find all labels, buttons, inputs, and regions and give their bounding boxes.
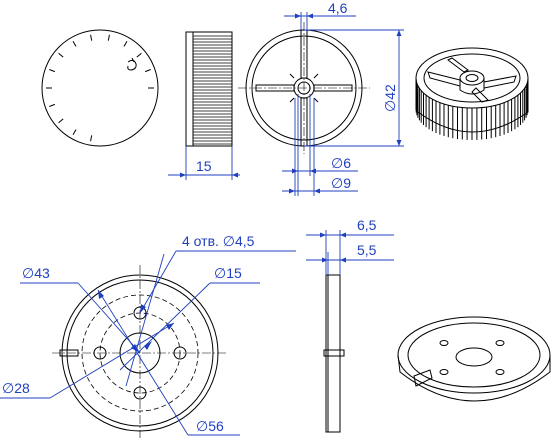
dial-tick — [49, 69, 56, 73]
dial-tick — [136, 52, 142, 58]
dimension-d56: ∅56 — [196, 418, 224, 434]
dial-tick — [90, 34, 93, 41]
dimension-15: 15 — [196, 158, 212, 174]
dimension-d43: ∅43 — [22, 265, 50, 281]
dial-front-view — [41, 29, 159, 147]
base-plate-side-view: 6,5 5,5 — [306, 217, 394, 433]
dial-tick — [58, 118, 64, 124]
dial-tick — [72, 129, 77, 136]
dial-tick — [72, 40, 77, 47]
rear-spoke-view: 4,6 ∅42 ∅6 ∅9 — [238, 0, 404, 196]
base-plate-isometric-view — [397, 316, 551, 402]
dimension-5-5: 5,5 — [357, 242, 377, 258]
dimension-d9: ∅9 — [331, 175, 351, 191]
dial-tick — [58, 52, 64, 58]
dial-tick — [49, 103, 56, 107]
dimension-d6: ∅6 — [331, 155, 351, 171]
dial-tick — [90, 135, 93, 142]
dimension-d28: ∅28 — [2, 380, 30, 396]
dimension-d42: ∅42 — [382, 84, 398, 112]
iso-knurl-lines — [415, 78, 529, 140]
holes-note: 4 отв. ∅4,5 — [182, 233, 255, 249]
dial-tick-marks — [46, 34, 154, 142]
base-plate-front-view: ∅43 4 отв. ∅4,5 ∅15 ∅28 ∅56 — [0, 233, 296, 438]
dial-tick — [123, 40, 128, 47]
dimension-6-5: 6,5 — [357, 217, 377, 233]
knurl-lines — [193, 35, 232, 145]
dimension-4-6: 4,6 — [328, 0, 348, 16]
dial-tick — [107, 34, 110, 41]
dimension-d15: ∅15 — [214, 265, 242, 281]
dial-tick — [144, 69, 151, 73]
knurled-side-view: 15 — [168, 31, 240, 180]
dial-knob-symbol — [127, 59, 137, 71]
knob-isometric-view — [415, 47, 529, 140]
